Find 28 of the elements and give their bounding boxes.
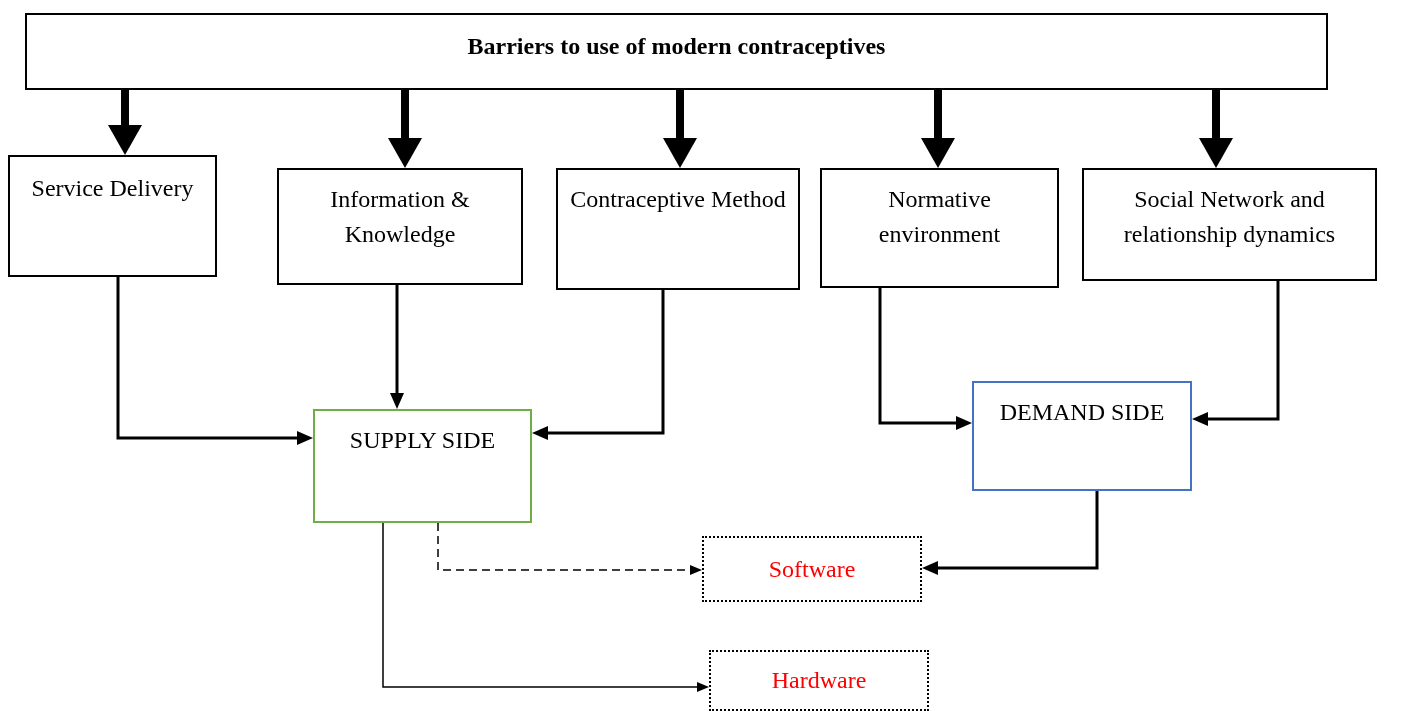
category-box (1082, 168, 1377, 281)
title-box (25, 13, 1328, 90)
node-label: Contraceptive Method (570, 185, 786, 214)
outcome-box (709, 650, 929, 711)
supply-side-box (313, 409, 532, 523)
arrow (382, 522, 709, 692)
category-box (8, 155, 217, 277)
node-label: Information & Knowledge (329, 185, 471, 249)
category-box (277, 168, 523, 285)
category-box (820, 168, 1059, 288)
arrow (1192, 281, 1280, 426)
arrow (390, 285, 404, 409)
arrow (437, 522, 702, 575)
demand-side-box (972, 381, 1192, 491)
node-label: SUPPLY SIDE (349, 426, 496, 455)
node-label: DEMAND SIDE (999, 398, 1165, 427)
outcome-box (702, 536, 922, 602)
arrow (878, 288, 972, 430)
node-label: Service Delivery (31, 174, 194, 203)
arrow (532, 290, 665, 440)
node-label: Normative environment (877, 185, 1002, 249)
node-label: Software (768, 554, 856, 584)
node-label: Hardware (771, 666, 867, 696)
node-label: Barriers to use of modern contraceptives (467, 32, 886, 61)
category-box (556, 168, 800, 290)
arrow (922, 491, 1099, 575)
node-label: Social Network and relationship dynamics (1122, 185, 1337, 249)
arrow (116, 277, 313, 445)
